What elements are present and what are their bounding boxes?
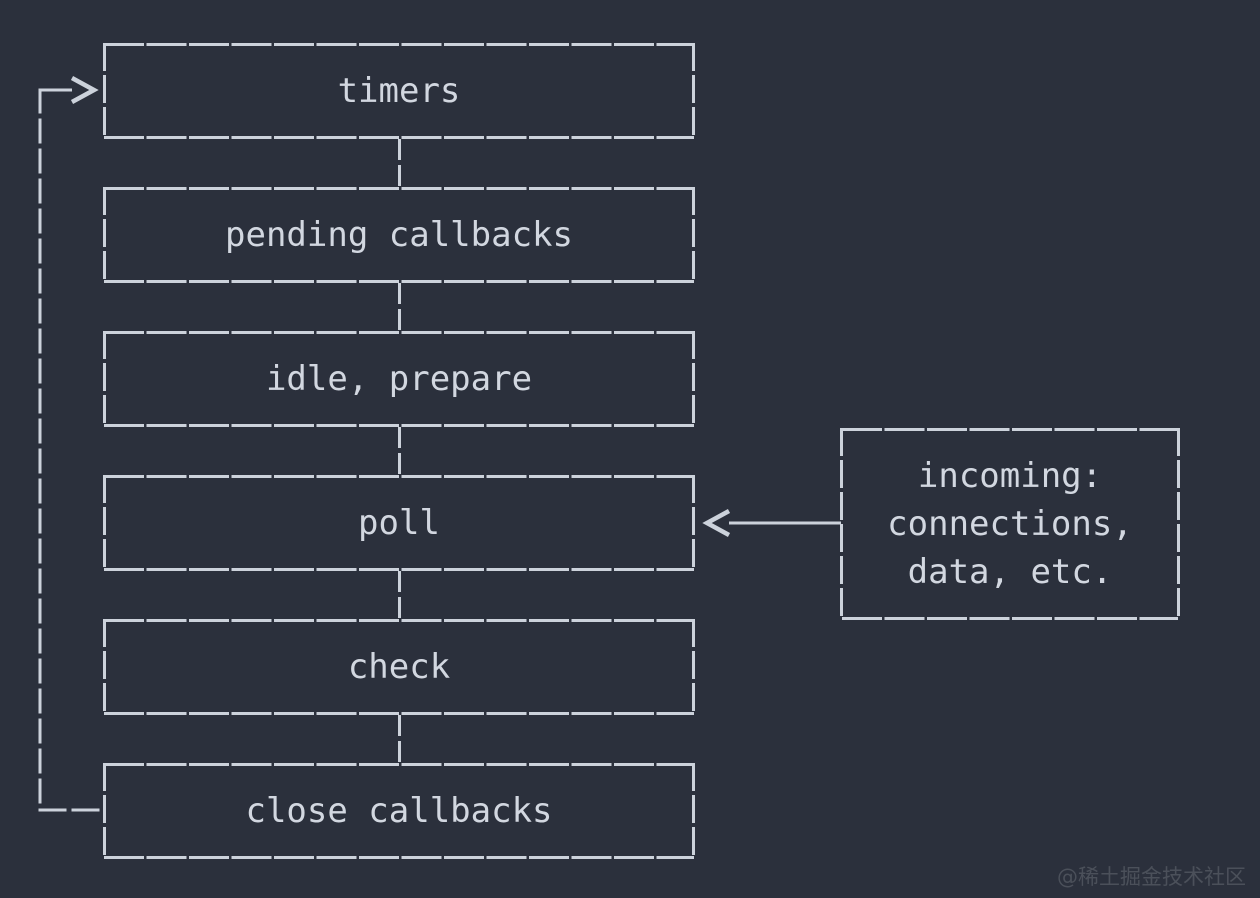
phase-label-pending-callbacks: pending callbacks bbox=[225, 215, 573, 255]
watermark: @稀土掘金技术社区 bbox=[1057, 865, 1246, 889]
incoming-line-3: data, etc. bbox=[907, 552, 1113, 592]
phase-box-outline-poll bbox=[103, 475, 695, 571]
phase-box-outline-idle-prepare bbox=[103, 331, 695, 427]
arrow-right-icon bbox=[70, 76, 99, 104]
loop-back-arrow bbox=[38, 76, 102, 812]
phase-label-close-callbacks: close callbacks bbox=[245, 791, 553, 831]
phase-label-timers: timers bbox=[337, 71, 461, 111]
incoming-box-outline bbox=[840, 428, 1180, 620]
phase-box-outline-timers bbox=[103, 43, 695, 139]
phase-box-outline-check bbox=[103, 619, 695, 715]
phase-box-outline-pending-callbacks bbox=[103, 187, 695, 283]
incoming-box-label: incoming: connections, data, etc. bbox=[840, 428, 1180, 620]
incoming-line-1: incoming: bbox=[917, 456, 1103, 496]
incoming-to-poll-arrow bbox=[702, 509, 841, 537]
phase-box-outline-close-callbacks bbox=[103, 763, 695, 859]
arrow-left-icon bbox=[702, 509, 731, 537]
phase-label-check: check bbox=[347, 647, 451, 687]
phase-label-idle-prepare: idle, prepare bbox=[265, 359, 533, 399]
phase-label-poll: poll bbox=[358, 503, 440, 543]
incoming-line-2: connections, bbox=[887, 504, 1133, 544]
